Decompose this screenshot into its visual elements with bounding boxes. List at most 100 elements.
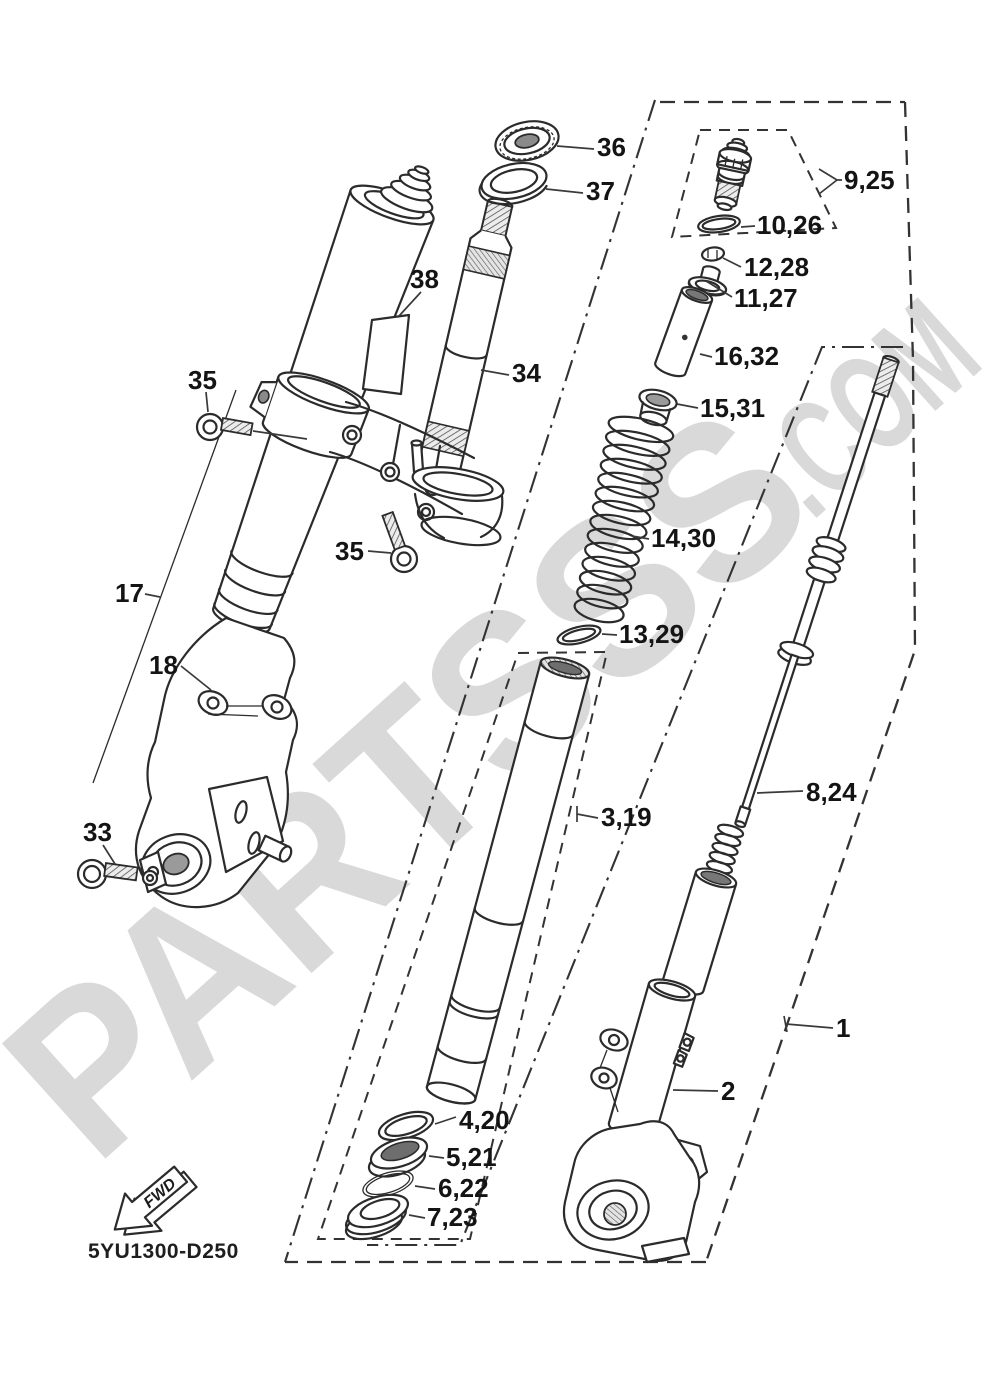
leader-1: [783, 1015, 834, 1033]
bolt-33: [76, 858, 159, 890]
part-label-9-25: 9,25: [844, 165, 895, 195]
caliper-lug-1: [197, 690, 229, 716]
damper-cylinder: [661, 867, 738, 996]
leader-34: [480, 369, 510, 376]
bolt-33-washer: [141, 869, 159, 887]
caliper-lug-r1: [599, 1028, 629, 1052]
part-label-2: 2: [721, 1076, 735, 1106]
part-label-14-30: 14,30: [651, 523, 716, 553]
nut-12-28: [700, 246, 726, 262]
part-label-4-20: 4,20: [459, 1105, 510, 1135]
part-label-16-32: 16,32: [714, 341, 779, 371]
axle-bracket-left: [134, 616, 299, 909]
outer-tube-ring-grooves: [213, 549, 294, 630]
part-label-35-lower: 35: [335, 536, 364, 566]
fwd-arrow-face: [113, 1165, 189, 1231]
part-label-11-27: 11,27: [734, 283, 798, 313]
callout-labels: 36 37 38 34 35 35 17 18 33 9,25 10,26 12…: [83, 132, 895, 1232]
inner-tube-3-19: [425, 656, 591, 1105]
part-label-6-22: 6,22: [438, 1173, 489, 1203]
leader-3-19: [576, 806, 599, 822]
washer-13-29: [556, 624, 602, 646]
part-label-35-upper: 35: [188, 365, 217, 395]
leader-8-24: [756, 790, 804, 794]
watermark: PARTSSS .COM: [0, 270, 1000, 1203]
clamp-right-boss-rim: [411, 466, 505, 502]
part-label-18: 18: [149, 650, 178, 680]
left-fork-assembly: [76, 120, 560, 909]
cap-tip: [413, 165, 430, 175]
bolt-35-upper-shank: [219, 417, 254, 437]
leader-14-30: [631, 535, 650, 540]
protector-38: [361, 313, 411, 396]
leader-15-31: [676, 403, 699, 409]
cap-bolt-9-25: [713, 137, 753, 212]
plate-slot-1: [234, 800, 248, 824]
o-ring-10-26: [697, 214, 741, 234]
leader-7-23: [408, 1214, 426, 1219]
caliper-lug-r2: [590, 1066, 618, 1090]
bolt-35-upper-head: [195, 412, 225, 442]
bracket-r-foot: [640, 1236, 691, 1264]
leader-37: [545, 188, 584, 194]
leader-17: [144, 593, 161, 598]
tube34-knurl-band: [462, 245, 511, 280]
leader-12-28: [722, 257, 742, 268]
washer-37: [478, 161, 548, 206]
bolt-35-lower: [381, 510, 419, 574]
leader-18: [180, 665, 212, 691]
leader-35-lower: [367, 550, 392, 554]
group-outlines: [283, 99, 917, 1264]
part-label-13-29: 13,29: [619, 619, 684, 649]
clamp-right-boss-base: [420, 515, 502, 547]
leader-33: [102, 844, 116, 865]
damper-rod-8-24: [734, 354, 900, 829]
part-label-3-19: 3,19: [601, 802, 652, 832]
bolt-35-upper: [195, 412, 308, 442]
plate-slot-2: [247, 831, 261, 855]
spring-seat-15-31: [638, 388, 678, 427]
inner-group-dashdot-outline: [367, 345, 903, 1247]
bolt-33-shank: [103, 862, 139, 882]
clamp-bolt-1: [341, 424, 363, 446]
dust-seal-7-23: [344, 1193, 410, 1241]
tube34-thread-band: [479, 199, 514, 238]
caliper-lug-2: [261, 694, 293, 720]
part-label-8-24: 8,24: [806, 777, 857, 807]
pinch-bolt-hole: [257, 389, 270, 404]
rebound-spring: [705, 823, 745, 875]
part-label-7-23: 7,23: [427, 1202, 478, 1232]
leader-38: [398, 291, 422, 317]
tube2-lug-1: [678, 1032, 695, 1053]
oil-seal-5-21: [367, 1136, 429, 1178]
assembly-bracket-line-17: [92, 389, 237, 784]
leader-5-21: [428, 1155, 445, 1159]
leader-10-26: [740, 225, 756, 228]
part-label-36: 36: [597, 132, 626, 162]
clamp-bolt-2: [379, 461, 401, 483]
axle-bracket-right: [562, 1028, 709, 1264]
part-label-17: 17: [115, 578, 144, 608]
part-label-38: 38: [410, 264, 439, 294]
part-label-15-31: 15,31: [700, 393, 765, 423]
part-label-1: 1: [836, 1013, 850, 1043]
leader-4-20: [434, 1116, 457, 1125]
rod-lower: [741, 653, 800, 811]
cap-group-box-9-25: [670, 129, 838, 239]
part-label-33: 33: [83, 817, 112, 847]
axle-hole-r: [603, 1202, 627, 1226]
spacer-hole: [681, 334, 688, 341]
group1-left-edge-dashdot: [283, 99, 657, 1263]
diagram-code: 5YU1300-D250: [88, 1240, 239, 1263]
leader-13-29: [601, 633, 618, 636]
side-lug-cylinder: [257, 834, 293, 863]
axle-boss-inner: [162, 852, 190, 876]
leader-6-22: [414, 1185, 436, 1190]
part-label-12-28: 12,28: [744, 252, 809, 282]
part-label-10-26: 10,26: [757, 210, 822, 240]
left-fork-cap: [380, 165, 434, 214]
right-fork-assembly: [344, 137, 900, 1264]
leader-9-25: [818, 168, 842, 195]
